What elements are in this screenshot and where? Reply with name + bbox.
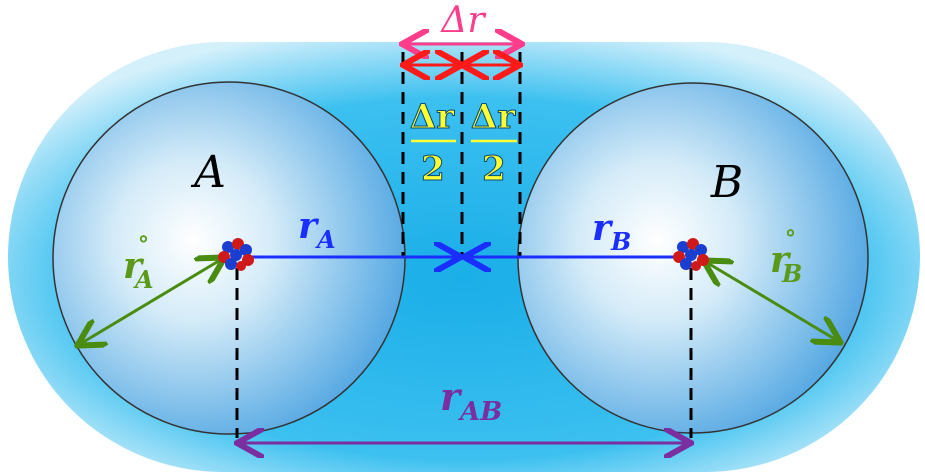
atom-a-label: A xyxy=(190,147,226,198)
fraction-denominator: 2 xyxy=(482,149,506,189)
radius-a-label: rA xyxy=(298,205,336,254)
vdw-radius-b-label: r°B xyxy=(770,226,802,288)
delta-r-label: Δr xyxy=(439,0,486,41)
half-delta-right: Δr 2 xyxy=(470,97,517,190)
atom-b-label: B xyxy=(710,157,743,208)
vdw-radius-b-arrow xyxy=(706,262,838,341)
radius-b-label: rB xyxy=(592,207,631,256)
fraction-numerator: Δr xyxy=(471,97,516,137)
nucleus-b-icon xyxy=(673,238,709,271)
vdw-radius-a-label: r°A xyxy=(123,232,154,294)
distance-ab-label: rAB xyxy=(440,374,502,427)
fraction-denominator: 2 xyxy=(421,149,445,189)
nucleus-a-icon xyxy=(218,238,254,271)
dashed-guides xyxy=(235,52,693,438)
vdw-radius-a-arrow xyxy=(80,259,222,344)
fraction-numerator: Δr xyxy=(410,97,455,137)
half-delta-left: Δr 2 xyxy=(409,97,456,190)
